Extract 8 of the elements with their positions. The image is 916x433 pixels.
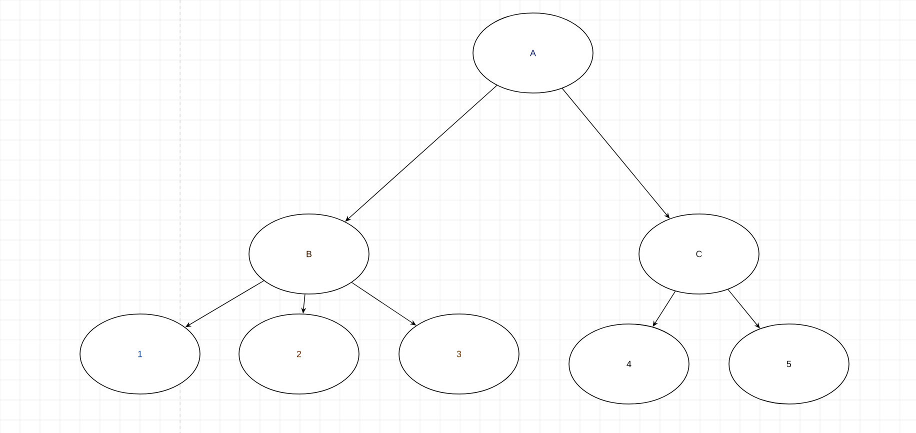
ellipse-node: 5 <box>728 324 850 404</box>
ellipse-node: 4 <box>568 324 690 404</box>
ellipse-node: A <box>472 12 594 94</box>
ellipse-node: 1 <box>80 314 200 394</box>
ellipse-node: B <box>248 214 370 294</box>
ellipse-node: 2 <box>238 314 360 394</box>
ellipse-node: 3 <box>398 314 520 394</box>
ellipse-node: C <box>638 214 760 294</box>
